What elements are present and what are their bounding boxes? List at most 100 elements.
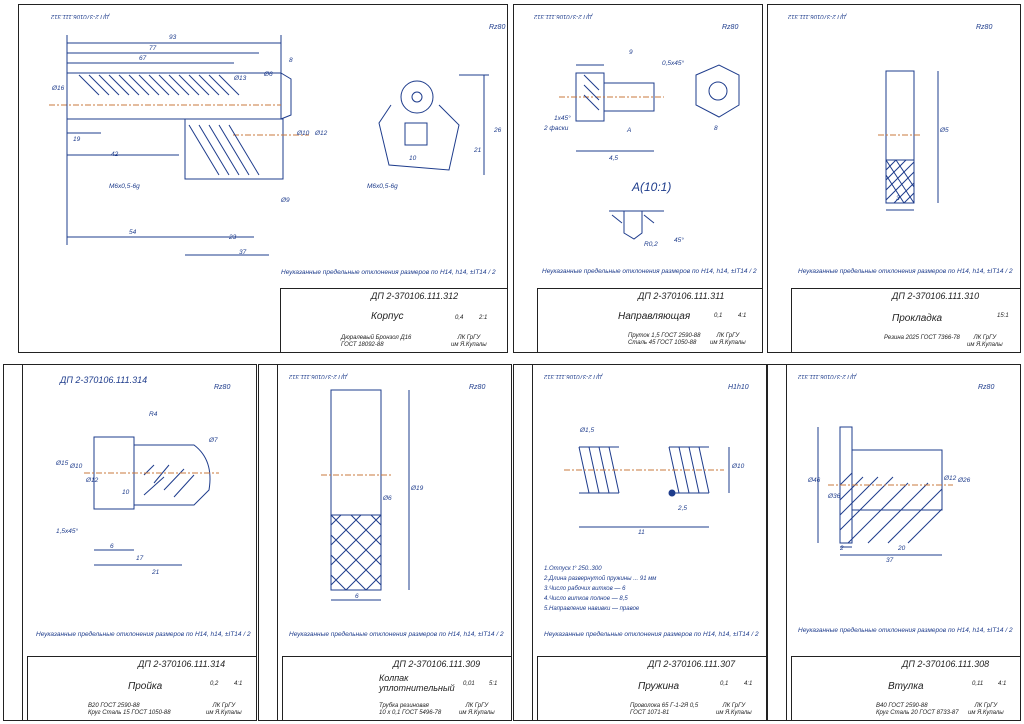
drawing-code-top: ДП 2-370106.111.314 — [60, 375, 148, 385]
dim-label: Ø19 — [411, 485, 424, 492]
drawing-name: Втулка — [888, 681, 924, 692]
organization: ЛК ГрГУ им Я.Купалы — [459, 703, 495, 716]
dim-label: Ø46 — [808, 477, 821, 484]
material: Резина 2025 ГОСТ 7366-78 — [884, 335, 960, 341]
drawing-kolpak — [321, 389, 410, 601]
material: В40 ГОСТ 2590-88 Круг Сталь 20 ГОСТ 8733… — [876, 703, 959, 716]
mass-value: 0,1 — [714, 313, 723, 319]
dim-label: 19 — [73, 136, 81, 143]
tech-requirement: 5.Направление навивки — правое — [544, 606, 640, 612]
upside-stamp: ДП 2-370106.111.312 — [288, 373, 347, 379]
dim-label: A — [627, 127, 632, 134]
material: Проволока 65 Г-1-2Я 0,5 ГОСТ 1071-81 — [630, 703, 699, 716]
dim-label: Ø9 — [281, 197, 290, 204]
mass-value: 0,2 — [210, 681, 219, 687]
dim-label: Ø5 — [940, 127, 949, 134]
scale-value: 4:1 — [738, 313, 747, 319]
dim-label: Ø12 — [944, 475, 957, 482]
organization: ЛК ГрГУ им Я.Купалы — [710, 333, 746, 346]
upside-stamp: ДП 2-370106.111.312 — [797, 373, 856, 379]
drawing-code: ДП 2-370106.111.310 — [892, 291, 980, 301]
dim-label: 23 — [229, 234, 237, 241]
dim-label: 8 — [714, 125, 718, 132]
dim-label: 4,5 — [609, 155, 619, 162]
dim-label: 1,5x45° — [56, 528, 79, 535]
dim-label: 37 — [886, 557, 894, 564]
dim-label: Ø12 — [315, 130, 328, 137]
title-block: ДП 2-370106.111.307 Пружина Проволока 65… — [537, 656, 766, 720]
dim-label: M6x0,5-6g — [367, 183, 398, 190]
roughness-mark: Rz80 — [489, 24, 506, 31]
drawing-name: Пружина — [638, 681, 680, 692]
general-note: Неуказанные предельные отклонения размер… — [544, 631, 759, 638]
dim-label: 20 — [898, 545, 906, 552]
roughness-mark: Rz80 — [722, 24, 739, 31]
organization: ЛК ГрГУ им Я.Купалы — [968, 703, 1004, 716]
dim-label: Ø7 — [209, 437, 218, 444]
dim-label: R0,2 — [644, 241, 658, 248]
dim-label: Ø36 — [828, 493, 841, 500]
drawing-code: ДП 2-370106.111.312 — [371, 291, 459, 301]
dim-label: 1x45° — [554, 115, 571, 122]
organization: ЛК ГрГУ им Я.Купалы — [206, 703, 242, 716]
dim-label: 9 — [629, 49, 633, 56]
title-block: ДП 2-370106.111.314 Пройка В20 ГОСТ 2590… — [27, 656, 256, 720]
general-note: Неуказанные предельные отклонения размер… — [289, 631, 504, 638]
material: Пруток 1,5 ГОСТ 2590-88 Сталь 45 ГОСТ 10… — [628, 333, 701, 346]
drawing-code: ДП 2-370106.111.309 — [393, 659, 481, 669]
title-block: ДП 2-370106.111.311 Направляющая Пруток … — [537, 288, 762, 352]
material: Трубка резиновая 10 x 0,1 ГОСТ 5496-78 — [379, 703, 442, 716]
dim-label: M6x0,5-6g — [109, 183, 140, 190]
drawing-pruzhina — [564, 446, 730, 528]
drawing-code: ДП 2-370106.111.311 — [638, 291, 725, 301]
drawing-napravl — [559, 64, 740, 240]
dim-label: 42 — [111, 151, 119, 158]
left-margin-strip — [259, 365, 278, 720]
dim-label: 8 — [289, 57, 293, 64]
organization: ЛК ГрГУ им Я.Купалы — [967, 335, 1003, 348]
dim-label: Ø26 — [958, 477, 971, 484]
general-note: Неуказанные предельные отклонения размер… — [542, 268, 757, 275]
dim-label: Ø6 — [264, 71, 273, 78]
scale-value: 4:1 — [998, 681, 1007, 687]
sheet-proika: ДП 2-370106.111.314 Rz80 R4 Ø7 Ø15 Ø10 Ø… — [3, 364, 257, 721]
roughness-mark: Rz80 — [469, 384, 486, 391]
drawing-vtulka — [817, 426, 953, 556]
sheet-korpus: ДП 2-370106.111.312 Rz80 93 77 67 Ø16 Ø1… — [18, 4, 508, 353]
mass-value: 0,01 — [463, 681, 475, 687]
general-note: Неуказанные предельные отклонения размер… — [798, 627, 1013, 634]
dim-label: 2 фаски — [544, 125, 569, 132]
dim-label: Ø15 — [56, 460, 69, 467]
dim-label: Ø13 — [234, 75, 247, 82]
dim-label: Ø1,5 — [580, 427, 595, 434]
scale-value: 4:1 — [234, 681, 243, 687]
scale-value: 15:1 — [997, 313, 1009, 319]
sheet-prokladka: ДП 2-370106.111.312 Rz80 Ø5 3 Неуказанны… — [767, 4, 1021, 353]
drawing-code: ДП 2-370106.111.314 — [138, 659, 226, 669]
dim-label: 21 — [474, 147, 482, 154]
title-block: ДП 2-370106.111.309 Колпак уплотнительны… — [282, 656, 511, 720]
title-block: ДП 2-370106.111.310 Прокладка Резина 202… — [791, 288, 1020, 352]
detail-view-title: A(10:1) — [632, 180, 672, 194]
organization: ЛК ГрГУ им Я.Купалы — [451, 335, 487, 348]
dim-label: R4 — [149, 411, 158, 418]
dim-label: 21 — [152, 569, 160, 576]
dim-label: Ø10 — [70, 463, 83, 470]
drawing-name: Корпус — [371, 311, 404, 322]
roughness-mark: Rz80 — [214, 384, 231, 391]
dim-label: 77 — [149, 45, 157, 52]
tech-requirement: 4.Число витков полное — 8,5 — [544, 596, 628, 602]
mass-value: 0,11 — [972, 681, 984, 687]
drawing-name: Прокладка — [892, 313, 943, 324]
general-note: Неуказанные предельные отклонения размер… — [36, 631, 251, 638]
drawing-prokladka — [878, 70, 939, 211]
dim-label: 37 — [239, 249, 247, 256]
sheet-kolpak: ДП 2-370106.111.312 Rz80 Ø6 Ø19 6 Неуказ… — [258, 364, 512, 721]
left-margin-strip — [514, 365, 533, 720]
upside-stamp: ДП 2-370106.111.312 — [50, 13, 109, 19]
left-margin-strip — [4, 365, 23, 720]
dim-label: 2 — [840, 545, 844, 552]
drawing-code: ДП 2-370106.111.308 — [902, 659, 990, 669]
tech-requirement: 3.Число рабочих витков — 6 — [544, 586, 626, 592]
title-block: ДП 2-370106.111.308 Втулка В40 ГОСТ 2590… — [791, 656, 1020, 720]
